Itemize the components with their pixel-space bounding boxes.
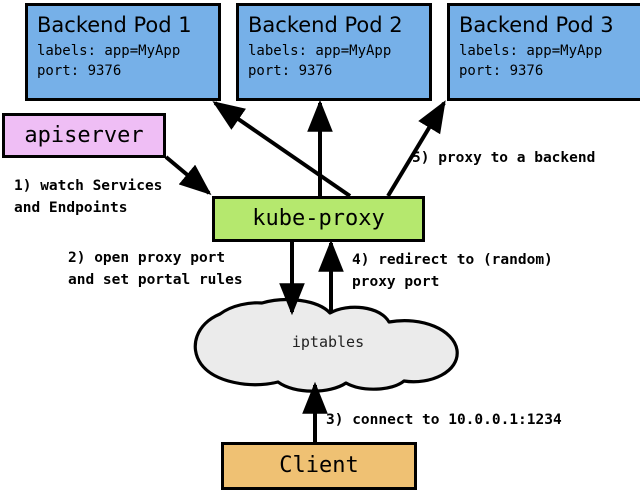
- step-4-line-1: 4) redirect to (random): [352, 252, 553, 268]
- step-5: 5) proxy to a backend: [412, 150, 596, 166]
- node-backend-pod-3[interactable]: Backend Pod 3 labels: app=MyApp port: 93…: [447, 3, 640, 101]
- pod-1-labels: labels: app=MyApp: [37, 43, 181, 59]
- step-1-line-1: 1) watch Services: [14, 178, 163, 194]
- node-backend-pod-1[interactable]: Backend Pod 1 labels: app=MyApp port: 93…: [25, 3, 221, 101]
- pod-3-port: port: 9376: [459, 63, 544, 79]
- node-client[interactable]: Client: [221, 442, 417, 490]
- pod-2-title: Backend Pod 2: [248, 13, 403, 37]
- pod-1-title: Backend Pod 1: [37, 13, 192, 37]
- pod-3-labels: labels: app=MyApp: [459, 43, 603, 59]
- client-label: Client: [279, 453, 359, 478]
- step-2-line-1: 2) open proxy port: [68, 250, 226, 266]
- pod-3-title: Backend Pod 3: [459, 13, 614, 37]
- edge-kubeproxy-to-pod1: [212, 101, 352, 198]
- kube-proxy-label: kube-proxy: [252, 206, 385, 231]
- apiserver-label: apiserver: [24, 122, 144, 148]
- iptables-cloud: [193, 297, 459, 393]
- edge-apiserver-to-kubeproxy: [164, 155, 212, 196]
- node-kube-proxy[interactable]: kube-proxy: [212, 196, 425, 242]
- step-1-line-2: and Endpoints: [14, 200, 128, 216]
- step-2-line-2: and set portal rules: [68, 272, 243, 288]
- step-3: 3) connect to 10.0.0.1:1234: [326, 412, 562, 428]
- pod-1-port: port: 9376: [37, 63, 122, 79]
- pod-2-labels: labels: app=MyApp: [248, 43, 392, 59]
- pod-2-port: port: 9376: [248, 63, 333, 79]
- node-apiserver[interactable]: apiserver: [2, 113, 166, 158]
- step-4-line-2: proxy port: [352, 274, 440, 290]
- iptables-label: iptables: [291, 333, 365, 351]
- edge-kubeproxy-to-pod3: [386, 100, 446, 198]
- node-backend-pod-2[interactable]: Backend Pod 2 labels: app=MyApp port: 93…: [236, 3, 432, 101]
